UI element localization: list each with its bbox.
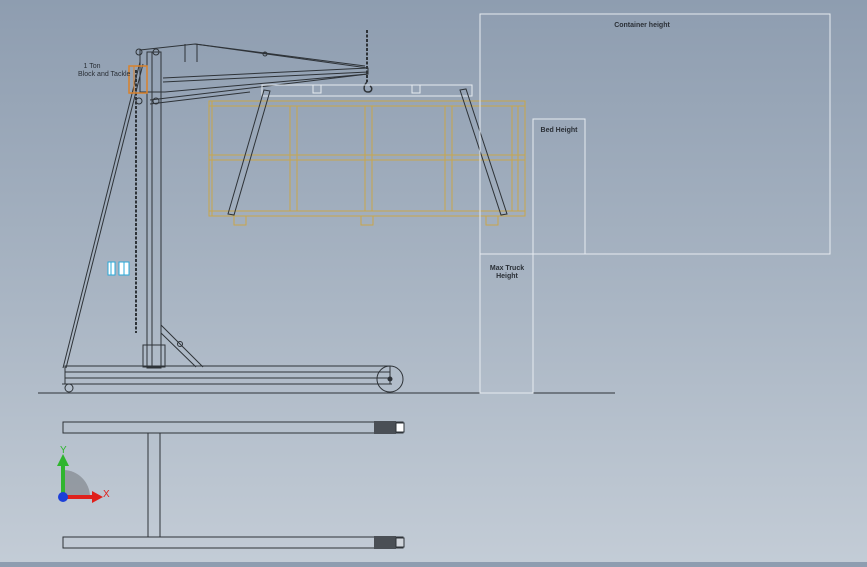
- triad-x-label: X: [103, 489, 110, 500]
- triad-y-label: Y: [60, 445, 67, 456]
- mate-indicator-icon[interactable]: [107, 261, 130, 276]
- bed-height-box[interactable]: [532, 118, 586, 255]
- crane-base-rail[interactable]: [62, 365, 392, 385]
- max-truck-height-label-2: Height: [496, 273, 518, 280]
- lifting-slings: [227, 88, 508, 216]
- lifting-hook: [363, 81, 373, 93]
- coordinate-triad[interactable]: Y X: [57, 445, 110, 503]
- crate-frame[interactable]: [208, 100, 526, 226]
- max-truck-height-label-1: Max Truck: [490, 265, 524, 272]
- hoist-note-line1: 1 Ton: [84, 63, 101, 70]
- rear-wheel: [64, 383, 74, 393]
- crane-mast[interactable]: [142, 51, 166, 369]
- hoist-note-line2: Block and Tackle: [78, 71, 131, 78]
- block-and-tackle-highlight[interactable]: [128, 65, 148, 94]
- container-height-box[interactable]: [479, 13, 831, 255]
- max-truck-height-box[interactable]: [479, 253, 534, 394]
- spreader-bar: [261, 84, 473, 97]
- plan-view-casters: [374, 421, 405, 549]
- mast-brace: [160, 324, 204, 368]
- bed-height-label: Bed Height: [541, 127, 579, 134]
- boom-pivot-bolts: [135, 48, 268, 105]
- caster-wheel: [376, 365, 404, 393]
- container-height-label: Container height: [614, 22, 670, 29]
- plan-view-legs[interactable]: [62, 421, 404, 549]
- rear-leg: [62, 61, 144, 369]
- crane-boom[interactable]: [139, 43, 369, 105]
